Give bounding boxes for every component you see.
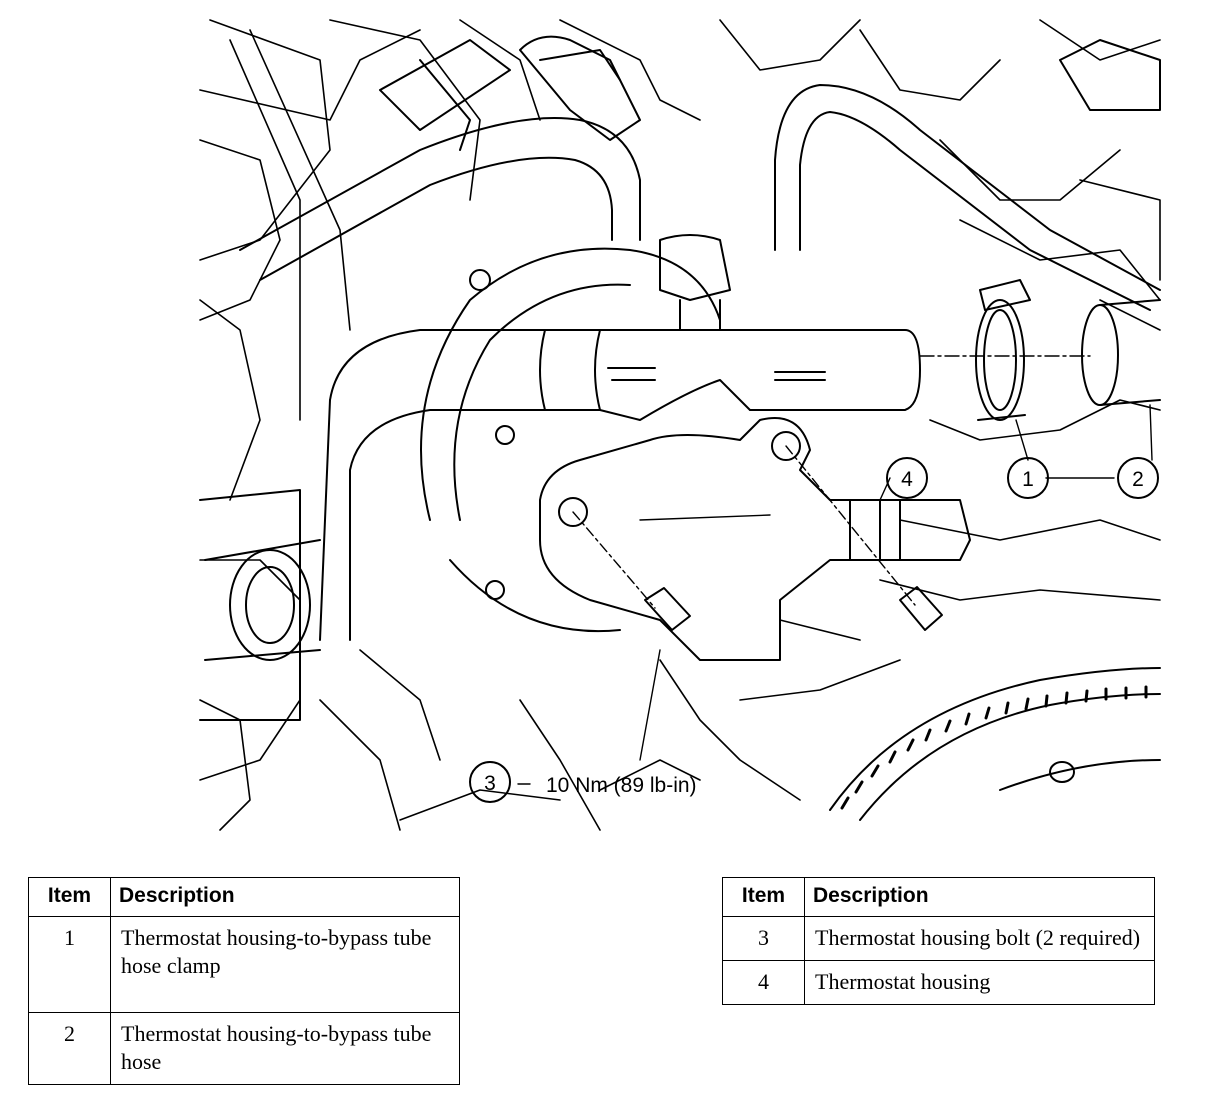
item-number: 3	[722, 916, 805, 961]
legend-table-left: Item Description 1 Thermostat housing-to…	[28, 877, 460, 1085]
callout-2-label: 2	[1132, 468, 1144, 491]
upper-right-hose	[774, 39, 1161, 311]
item-description: Thermostat housing-to-bypass tube hose c…	[110, 916, 460, 1013]
column-header-description: Description	[110, 877, 460, 917]
table-row: 3 Thermostat housing bolt (2 required)	[722, 916, 1155, 961]
bypass-hose-clamp	[975, 279, 1031, 421]
column-header-item: Item	[28, 877, 111, 917]
item-number: 2	[28, 1012, 111, 1085]
item-description: Thermostat housing-to-bypass tube hose	[110, 1012, 460, 1085]
column-header-item: Item	[722, 877, 805, 917]
water-pump-pulley	[420, 247, 721, 633]
column-header-description: Description	[804, 877, 1155, 917]
callout-2: 2	[1117, 457, 1159, 499]
table-header-row: Item Description	[722, 877, 1155, 917]
callout-4-label: 4	[901, 468, 913, 491]
table-row: 4 Thermostat housing	[722, 960, 1155, 1005]
table-row: 1 Thermostat housing-to-bypass tube hose…	[28, 916, 460, 1013]
table-header-row: Item Description	[28, 877, 460, 917]
item-description: Thermostat housing	[804, 960, 1155, 1005]
ring-gear	[829, 667, 1161, 821]
leader-lines	[517, 355, 1153, 785]
sensor-connector	[519, 35, 641, 141]
torque-spec-label: 10 Nm (89 lb-in)	[546, 774, 697, 797]
thermostat-housing	[539, 234, 971, 661]
callout-4: 4	[886, 457, 928, 499]
callout-3: 3	[469, 761, 511, 803]
lower-left-elbow-hose	[199, 329, 561, 721]
item-number: 4	[722, 960, 805, 1005]
item-number: 1	[28, 916, 111, 1013]
callout-3-label: 3	[484, 772, 496, 795]
legend-table-right: Item Description 3 Thermostat housing bo…	[722, 877, 1155, 1005]
callout-1-label: 1	[1022, 468, 1034, 491]
bypass-tube-hose	[1081, 299, 1161, 406]
engine-background-linework	[199, 19, 1161, 831]
thermostat-housing-diagram: 1 2 3 4 10 Nm (89 lb-in)	[199, 19, 1161, 831]
table-row: 2 Thermostat housing-to-bypass tube hose	[28, 1012, 460, 1085]
callout-1: 1	[1007, 457, 1049, 499]
item-description: Thermostat housing bolt (2 required)	[804, 916, 1155, 961]
engine-illustration: 1 2 3 4 10 Nm (89 lb-in)	[199, 19, 1161, 831]
thermostat-housing-bolts	[644, 586, 943, 631]
upper-left-hose	[239, 39, 641, 281]
